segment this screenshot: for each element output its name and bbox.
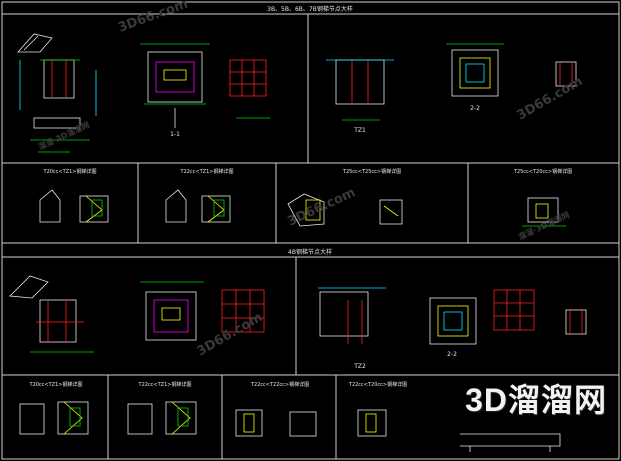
stair-elevation-detail-top — [17, 33, 97, 153]
watermark-text-4: 3D66.com — [195, 310, 266, 360]
row2-title-3: T25cc<T25cc>钢梯详图 — [342, 168, 401, 175]
title-top: 3B、5B、6B、7B钢梯节点大样 — [267, 5, 353, 13]
watermark-text-3: 3D66.com — [285, 185, 358, 229]
plan-detail-top — [140, 43, 270, 128]
middle-section-details — [9, 275, 587, 353]
row4-title-2: T22cc<TZ1>钢梯详图 — [138, 381, 192, 388]
row4-connection-details — [19, 401, 561, 452]
row2-title-1: T20cc<TZ1>钢梯详图 — [43, 168, 97, 175]
section-label-1-1: 1-1 — [170, 131, 180, 138]
column-label-tz2: TZ2 — [353, 363, 366, 370]
watermark-overlay: 3D66.com 3D66.com 3D66.com 3D66.com 溜溜·3… — [37, 0, 586, 359]
row2-title-4: T25cc<T20cc>钢梯详图 — [513, 168, 572, 175]
brand-logo: 3D溜溜网 — [465, 382, 607, 418]
column-detail-right-top — [326, 43, 577, 121]
row4-title-4: T22cc<T20cc>钢梯详图 — [348, 381, 407, 388]
row2-connection-details — [39, 189, 566, 227]
title-middle: 4B钢梯节点大样 — [288, 248, 332, 256]
watermark-sub-1: 溜溜·3D溜溜网 — [37, 119, 91, 151]
row4-title-1: T20cc<TZ1>钢梯详图 — [29, 381, 83, 388]
row2-title-2: T22cc<TZ1>钢梯详图 — [180, 168, 234, 175]
watermark-text-2: 3D66.com — [515, 74, 586, 124]
column-label-tz1: TZ1 — [353, 127, 366, 134]
watermark-text-1: 3D66.com — [116, 0, 190, 36]
section-label-2-2-mid: 2-2 — [447, 351, 457, 358]
section-label-2-2-top: 2-2 — [470, 105, 480, 112]
row4-title-3: T22cc<T22cc>钢梯详图 — [250, 381, 309, 388]
